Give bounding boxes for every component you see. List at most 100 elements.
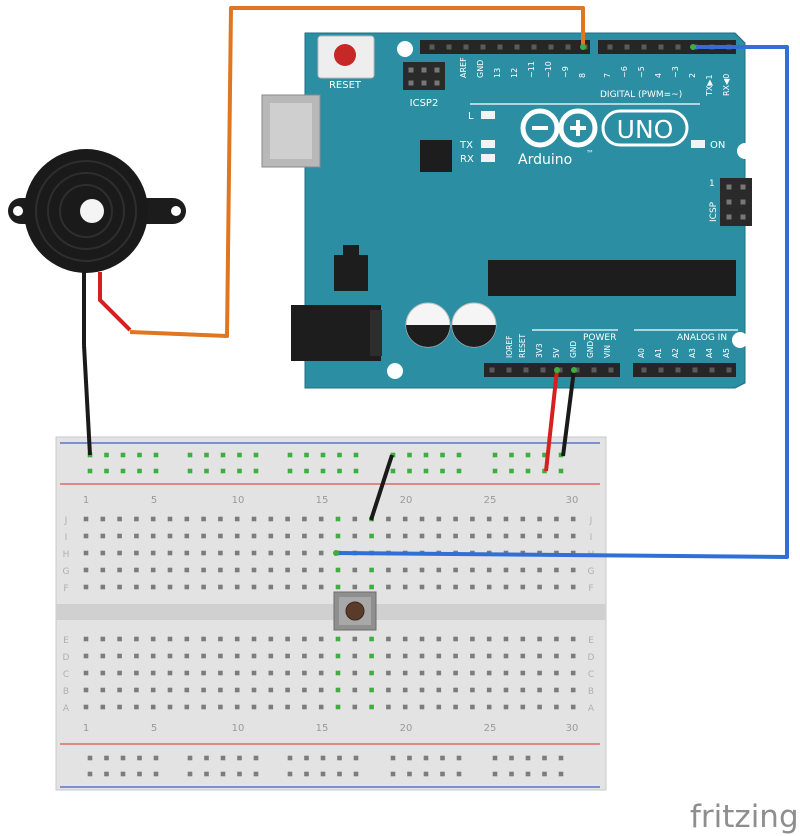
col-number-15: 15 bbox=[316, 495, 329, 506]
breadboard-hole bbox=[100, 567, 106, 573]
buzzer-ring-3 bbox=[59, 184, 113, 238]
tx-led bbox=[481, 140, 495, 148]
breadboard-hole bbox=[234, 533, 240, 539]
breadboard-hole bbox=[100, 516, 106, 522]
breadboard-hole bbox=[234, 653, 240, 659]
breadboard-hole bbox=[150, 533, 156, 539]
bottom-header-pins bbox=[489, 367, 732, 373]
power-jack bbox=[291, 305, 381, 361]
breadboard-hole bbox=[520, 533, 526, 539]
breadboard-hole bbox=[100, 653, 106, 659]
breadboard-hole bbox=[134, 533, 139, 539]
header-pin bbox=[531, 44, 537, 50]
breadboard-hole bbox=[201, 516, 206, 522]
breadboard-hole bbox=[419, 584, 425, 590]
breadboard-hole bbox=[386, 584, 391, 590]
breadboard-hole bbox=[335, 670, 341, 676]
header-pin bbox=[497, 44, 503, 50]
breadboard-hole bbox=[134, 636, 139, 642]
on-label: ON bbox=[710, 140, 725, 151]
breadboard-hole bbox=[503, 670, 509, 676]
breadboard-hole bbox=[453, 516, 458, 522]
breadboard-hole bbox=[369, 704, 374, 710]
breadboard-hole bbox=[470, 567, 475, 573]
reset-button[interactable] bbox=[334, 44, 356, 66]
arduino-label: Arduino bbox=[518, 152, 572, 168]
buzzer-ring-1 bbox=[35, 160, 137, 262]
col-number-30: 30 bbox=[566, 495, 579, 506]
power-pin-labels: IOREF RESET 3V3 5V GND GND VIN A0 A1 A2 … bbox=[505, 334, 731, 358]
breadboard-labels: 1 5 10 15 20 25 30 1 5 10 15 20 25 30 J … bbox=[63, 495, 595, 734]
mount-hole-3 bbox=[387, 363, 403, 379]
rail-hole bbox=[558, 771, 564, 777]
wire-red-5v[interactable] bbox=[544, 369, 559, 472]
breadboard-hole bbox=[369, 584, 374, 590]
rail-hole bbox=[440, 755, 445, 761]
wire-blue-pin2[interactable] bbox=[335, 45, 789, 559]
breadboard-hole bbox=[570, 567, 576, 573]
logo-plus-icon-v bbox=[576, 120, 580, 136]
breadboard-hole bbox=[134, 670, 139, 676]
breadboard-hole bbox=[134, 584, 139, 590]
header-pin bbox=[480, 44, 486, 50]
wire-black-gnd[interactable] bbox=[561, 369, 576, 457]
rail-hole bbox=[456, 771, 462, 777]
rail-hole bbox=[104, 452, 109, 458]
breadboard: 1 5 10 15 20 25 30 1 5 10 15 20 25 30 J … bbox=[55, 436, 607, 791]
header-pin bbox=[658, 44, 664, 50]
row-letter-g-right: G bbox=[588, 567, 595, 577]
breadboard-hole bbox=[570, 653, 576, 659]
breadboard-hole bbox=[83, 670, 89, 676]
breadboard-hole bbox=[335, 653, 341, 659]
breadboard-hole bbox=[184, 687, 190, 693]
breadboard-hole bbox=[100, 704, 106, 710]
pushbutton[interactable] bbox=[333, 591, 377, 631]
col-number-5: 5 bbox=[151, 495, 157, 506]
breadboard-hole bbox=[134, 567, 139, 573]
wire-orange-pin8[interactable] bbox=[129, 6, 585, 338]
breadboard-hole bbox=[167, 550, 173, 556]
icsp-pin1-label: 1 bbox=[709, 179, 715, 189]
breadboard-hole bbox=[201, 550, 206, 556]
header-pin bbox=[624, 44, 630, 50]
atmega-chip bbox=[488, 260, 736, 296]
row-letter-i: I bbox=[65, 533, 68, 543]
breadboard-hole bbox=[302, 704, 307, 710]
row-letter-c-right: C bbox=[588, 670, 594, 680]
breadboard-hole bbox=[419, 687, 425, 693]
breadboard-hole bbox=[83, 516, 89, 522]
breadboard-hole bbox=[453, 584, 458, 590]
breadboard-hole bbox=[134, 704, 139, 710]
col-number-25: 25 bbox=[484, 495, 497, 506]
wire-black-jumper[interactable] bbox=[369, 454, 394, 521]
breadboard-hole bbox=[100, 687, 106, 693]
icsp-pin bbox=[726, 214, 732, 220]
wire-black-buzzer-gnd[interactable] bbox=[82, 344, 92, 456]
buzzer-mount-hole-left bbox=[13, 206, 23, 216]
breadboard-hole bbox=[268, 567, 274, 573]
breadboard-hole bbox=[470, 584, 475, 590]
capacitor-right-stripe bbox=[452, 325, 496, 347]
rail-hole bbox=[120, 755, 126, 761]
breadboard-hole bbox=[486, 516, 492, 522]
breadboard-hole bbox=[503, 704, 509, 710]
buzzer-ring-2 bbox=[47, 172, 125, 250]
pin-label-5v: 5V bbox=[552, 347, 561, 358]
pushbutton-cap[interactable] bbox=[345, 601, 365, 621]
breadboard-hole bbox=[184, 516, 190, 522]
breadboard-hole bbox=[285, 584, 290, 590]
breadboard-hole bbox=[184, 636, 190, 642]
breadboard-hole bbox=[402, 533, 408, 539]
breadboard-hole bbox=[302, 567, 307, 573]
breadboard-hole bbox=[268, 636, 274, 642]
rail-hole bbox=[204, 452, 209, 458]
icsp2-pin bbox=[434, 67, 440, 73]
breadboard-hole bbox=[335, 704, 341, 710]
header-pin bbox=[608, 367, 614, 373]
breadboard-hole bbox=[537, 704, 542, 710]
breadboard-hole bbox=[486, 653, 492, 659]
breadboard-hole bbox=[470, 687, 475, 693]
breadboard-hole bbox=[453, 533, 458, 539]
row-letter-j: J bbox=[64, 516, 68, 526]
pin-label-gnd-1: GND bbox=[569, 341, 578, 358]
